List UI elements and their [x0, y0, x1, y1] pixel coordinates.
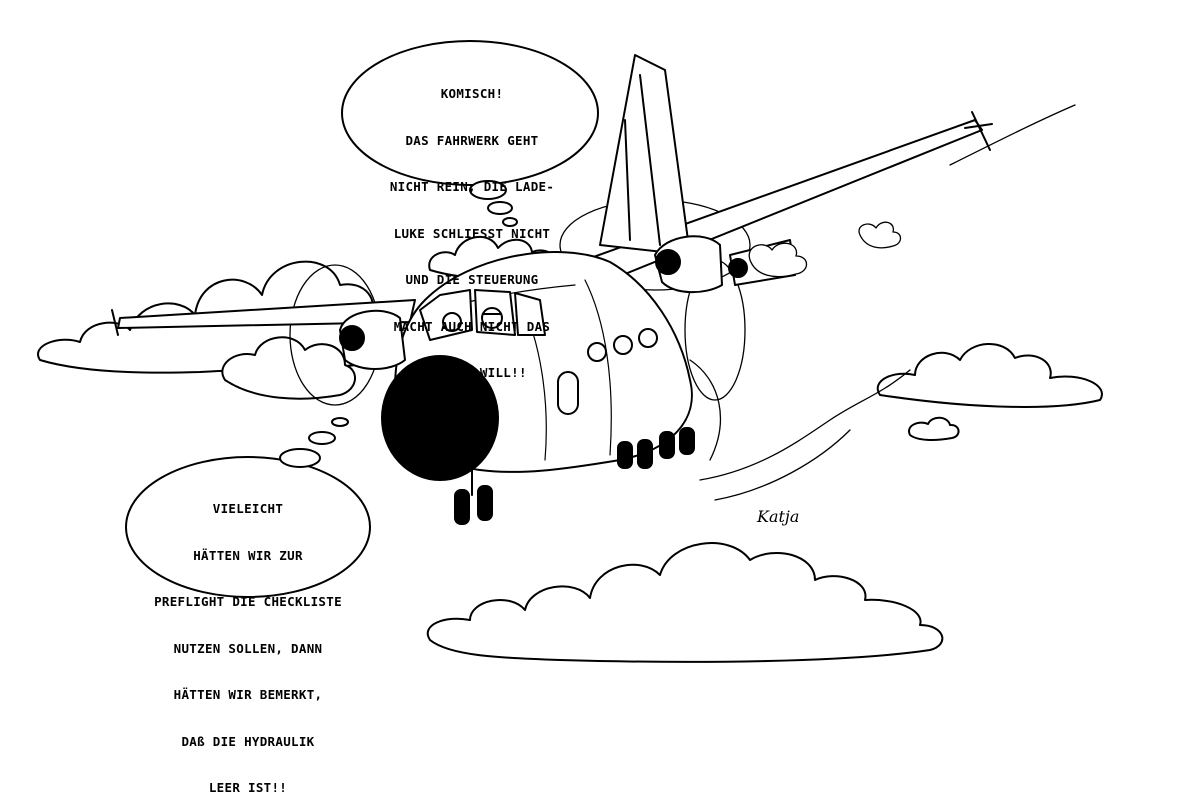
- cartoon-scene: [37, 40, 1103, 663]
- wingtip-left: [111, 309, 119, 336]
- engine-right-intake: [655, 249, 681, 275]
- bubble-bottom-line-7: LEER IST!!: [208, 780, 288, 795]
- engine-outer-right-intake: [728, 258, 748, 278]
- cockpit-window-right: [514, 292, 546, 336]
- smoke-puffs-right-2: [748, 242, 808, 278]
- gear-front-wheel-1: [454, 489, 470, 525]
- gear-main-wheel-3: [659, 431, 675, 459]
- speed-line-2: [689, 359, 722, 461]
- thought-dot-top-1: [469, 180, 507, 200]
- thought-dot-top-3: [502, 217, 518, 227]
- gear-main-wheel-4: [679, 427, 695, 455]
- side-door: [557, 371, 579, 415]
- smoke-trail-right-2: [714, 429, 851, 501]
- porthole-1: [587, 342, 607, 362]
- gear-main-wheel-2: [637, 439, 653, 469]
- thought-bubble-top: [341, 40, 599, 186]
- artist-signature: Katja: [757, 507, 800, 526]
- cloud-bottom: [426, 542, 944, 663]
- gear-front-wheel-2: [477, 485, 493, 521]
- porthole-3: [638, 328, 658, 348]
- gear-main-wheel-1: [617, 441, 633, 469]
- thought-dot-top-2: [487, 201, 513, 215]
- thought-dot-bottom-1: [279, 448, 321, 468]
- thought-dot-bottom-3: [331, 417, 349, 427]
- porthole-2: [613, 335, 633, 355]
- pilot-left-head: [442, 312, 462, 332]
- wing-left: [117, 299, 416, 329]
- smoke-trail-right: [699, 369, 911, 481]
- wingtip-right: [964, 111, 993, 151]
- nose-radome: [381, 355, 499, 481]
- cloud-small-right: [908, 416, 960, 441]
- thought-bubble-bottom: [125, 456, 371, 598]
- engine-left: [339, 309, 406, 370]
- speed-line-1: [949, 104, 1076, 166]
- engine-left-intake: [339, 325, 365, 351]
- smoke-puffs-right: [858, 221, 902, 249]
- tail-fin-detail: [624, 74, 661, 246]
- cloud-left-low: [221, 336, 356, 400]
- tail-fin: [599, 54, 691, 256]
- thought-dot-bottom-2: [308, 431, 336, 445]
- cloud-right: [876, 343, 1103, 408]
- pilot-right-head: [481, 307, 503, 329]
